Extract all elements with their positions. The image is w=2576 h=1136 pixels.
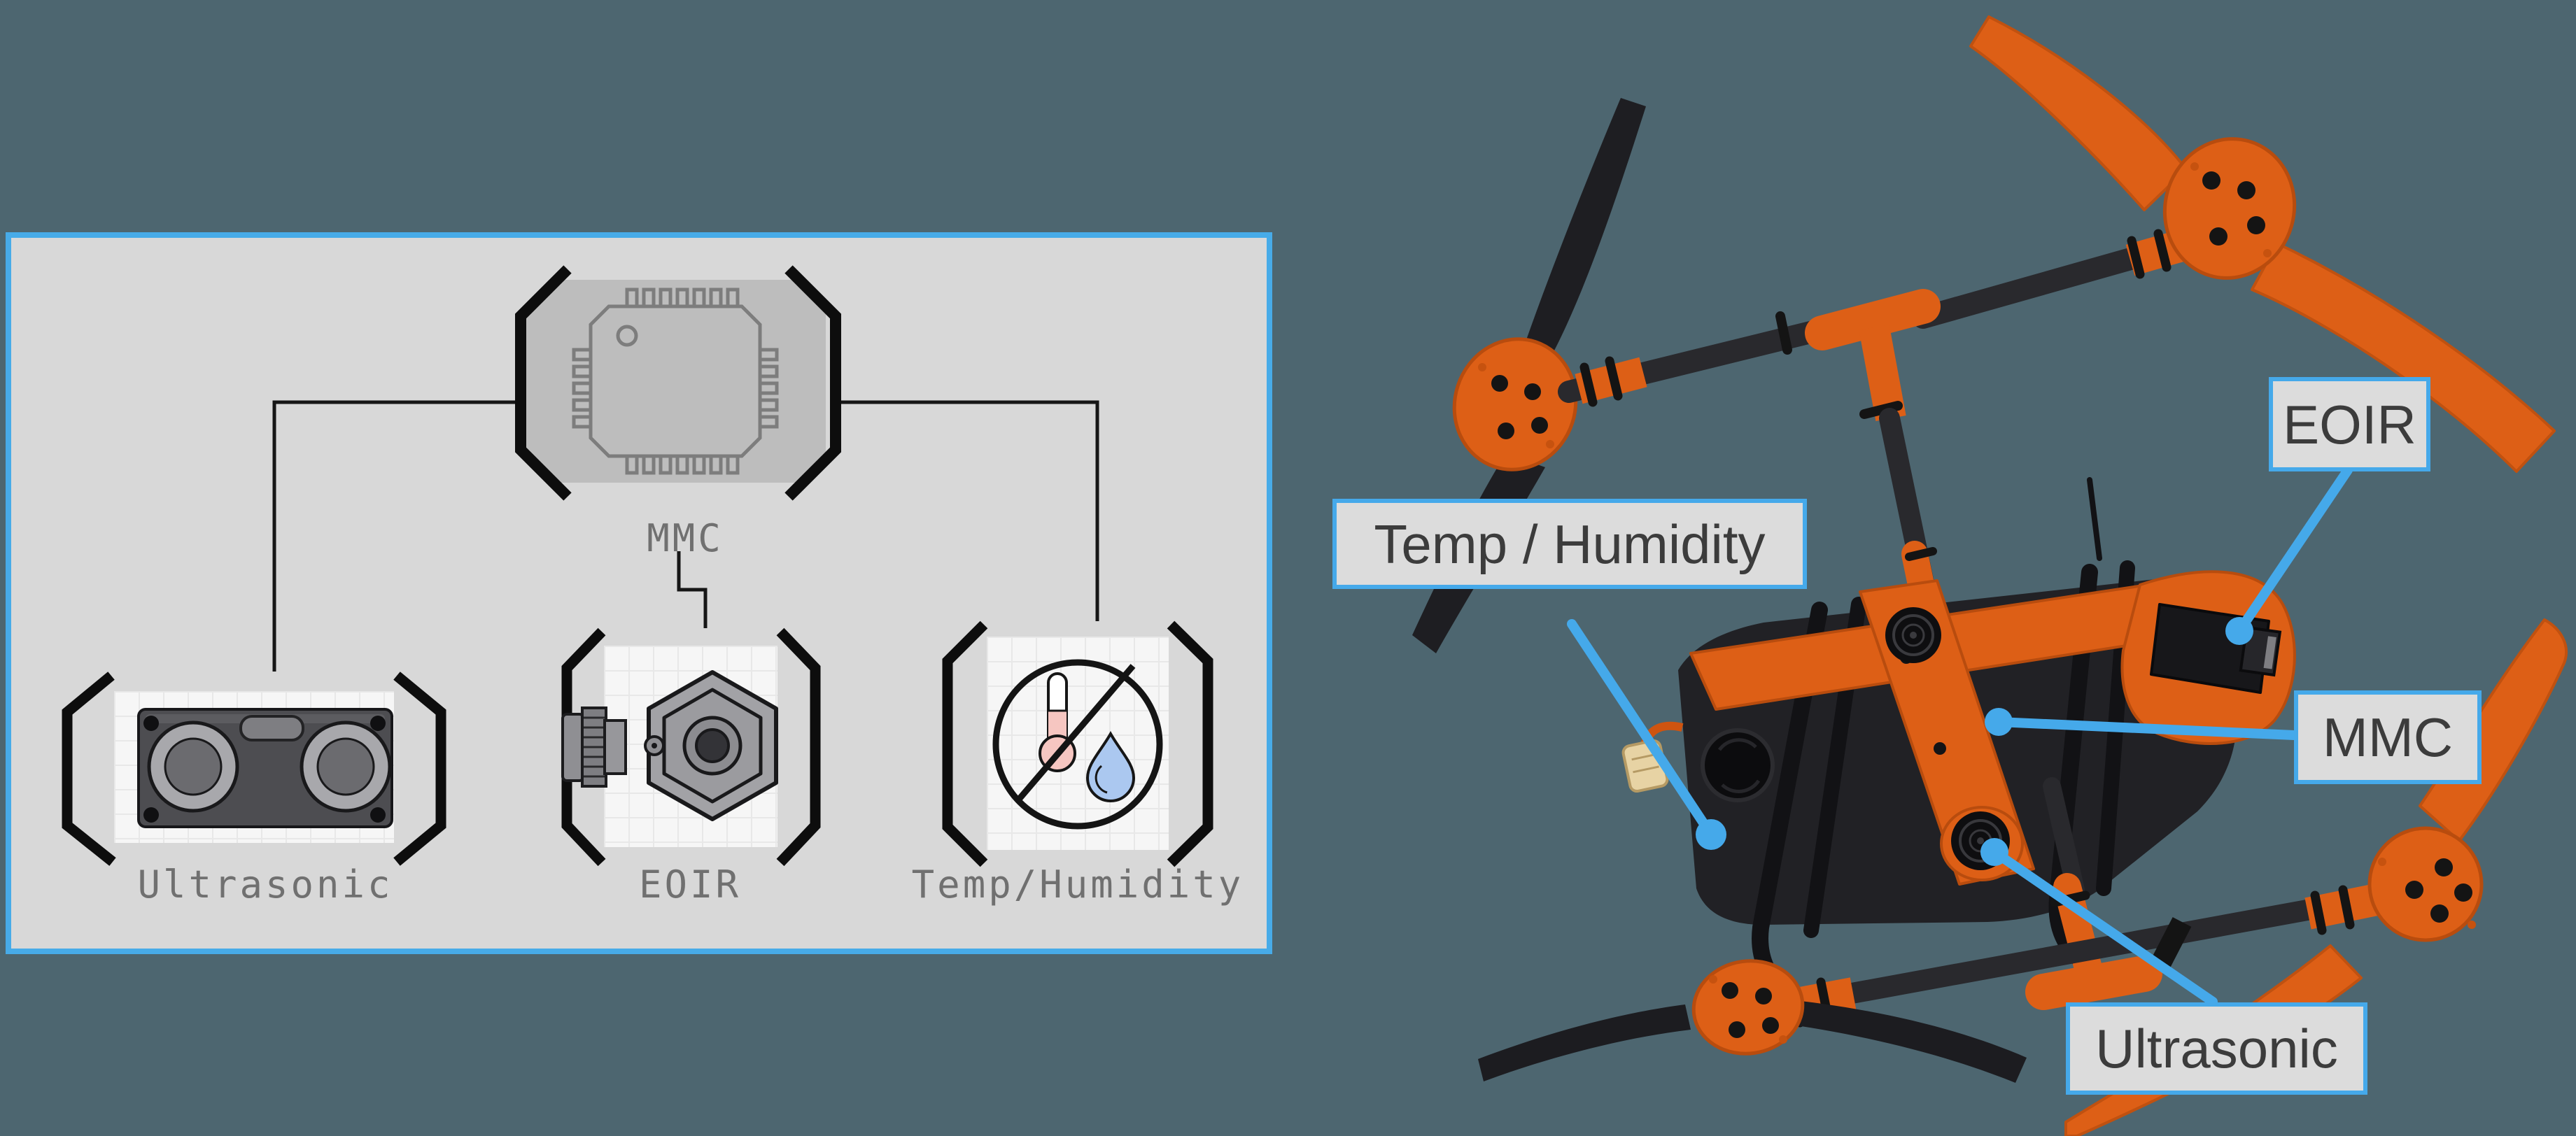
callout-leader-dots: [1696, 617, 2253, 866]
vent-sensor: [1885, 607, 1941, 663]
diagram-ultrasonic-label: Ultrasonic: [137, 862, 393, 907]
ultrasonic-corner-brackets: [62, 672, 446, 866]
diagram-temp-label: Temp/Humidity: [911, 862, 1244, 907]
temp-humidity-icon-card: [987, 637, 1169, 850]
antenna: [2087, 477, 2102, 561]
temp-humidity-sensor: [1701, 728, 1775, 802]
callout-mmc: MMC: [2294, 690, 2482, 784]
diagram-eoir-label: EOIR: [638, 862, 742, 907]
drone-rotor-top-right: [1969, 15, 2556, 473]
mmc-corner-brackets: [515, 265, 841, 501]
callout-temp-humidity: Temp / Humidity: [1332, 499, 1807, 589]
callout-ultrasonic: Ultrasonic: [2066, 1002, 2367, 1095]
sensor-diagram-panel: MMC Ultrasonic EOIR Temp/Humidity: [6, 232, 1272, 954]
microcontroller-chip-icon: [515, 265, 841, 501]
callout-leader-lines: [1567, 465, 2353, 1007]
diagram-mmc-label: MMC: [647, 516, 724, 560]
callout-eoir: EOIR: [2269, 377, 2430, 471]
drone-rotor-bottom-left: [1478, 959, 2027, 1083]
diagram-connector-lines: [272, 400, 1099, 672]
temp-corner-brackets: [942, 620, 1213, 867]
no-temp-humidity-icon: [942, 620, 1213, 867]
camera-icon: [561, 627, 821, 867]
ultrasonic-sensor-icon: [62, 672, 446, 866]
ultrasonic-transducer: [1940, 806, 2024, 881]
drone-rear-boom: [1773, 777, 2380, 1028]
diagram-artwork: [62, 265, 1213, 867]
